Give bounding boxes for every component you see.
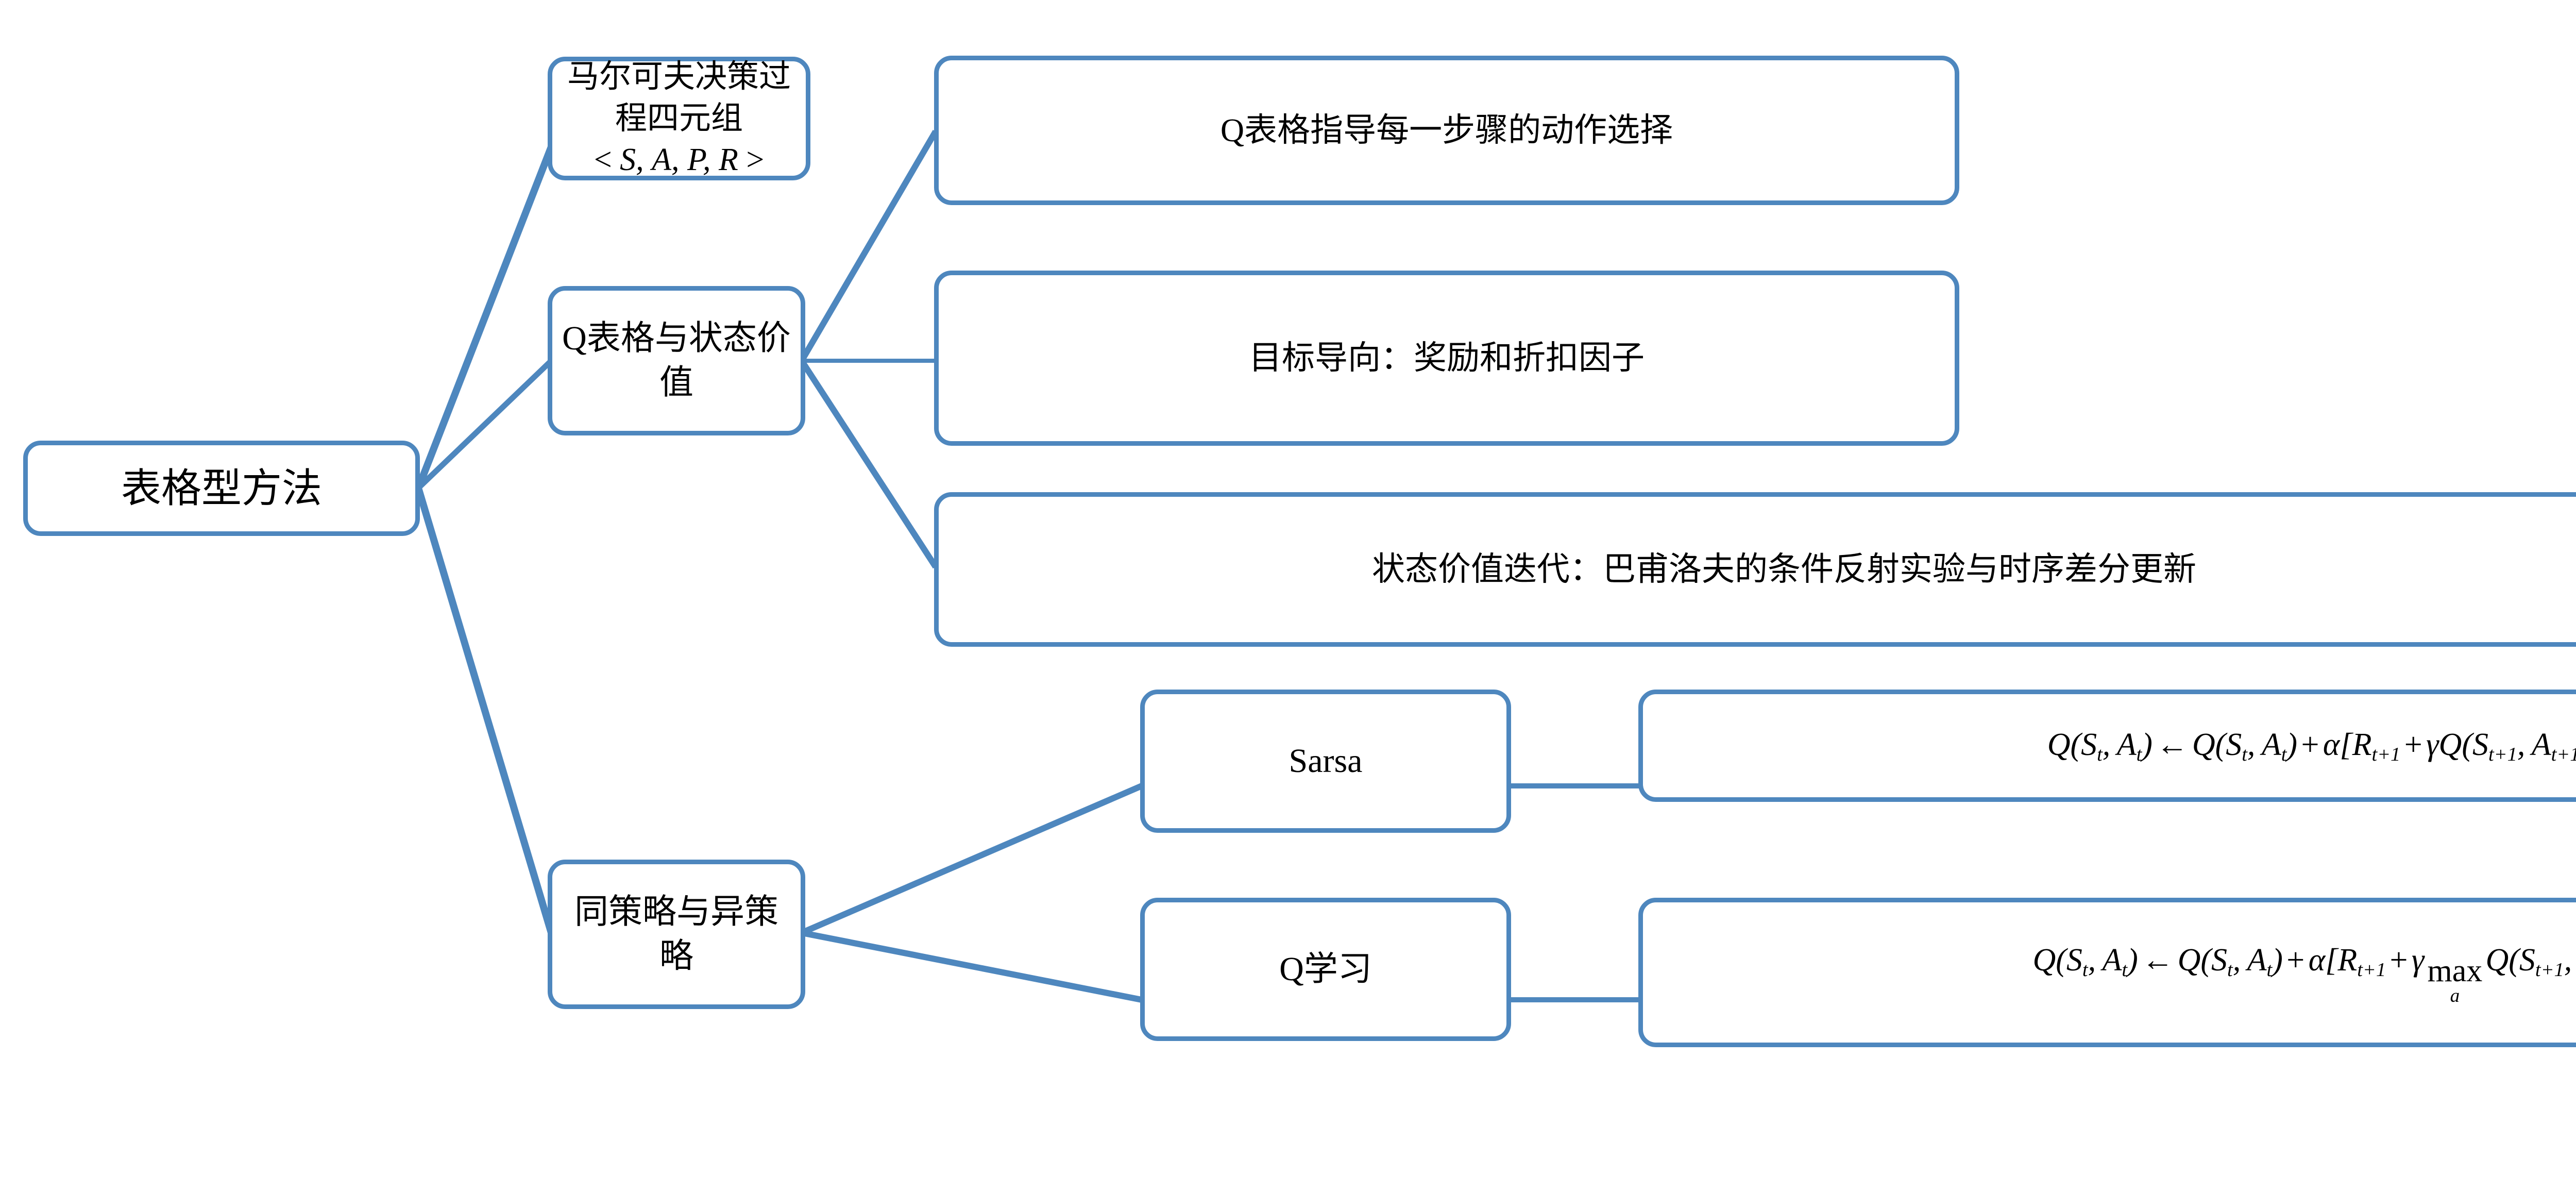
node-qtable-guide[interactable]: Q表格指导每一步骤的动作选择: [934, 56, 1959, 205]
node-qtable-guide-label: Q表格指导每一步骤的动作选择: [1220, 112, 1673, 149]
node-sarsa[interactable]: Sarsa: [1140, 690, 1511, 833]
edge-policy-to-qlearning: [801, 930, 1143, 1003]
edge-policy-to-sarsa: [800, 783, 1143, 936]
edge-root-to-policy: [415, 486, 555, 934]
node-qlearning-label: Q学习: [1279, 950, 1372, 988]
node-qlearning[interactable]: Q学习: [1140, 898, 1511, 1041]
edge-root-to-qtable: [416, 359, 553, 490]
node-root[interactable]: 表格型方法: [23, 441, 420, 536]
sarsa-formula-text: Q(St, At)←Q(St, At)+α[Rt+1+γQ(St+1, At+1…: [2047, 727, 2576, 765]
node-mdp-label: 马尔可夫决策过程四元组< S, A, P, R >: [567, 59, 791, 178]
node-value-iter-label: 状态价值迭代：巴甫洛夫的条件反射实验与时序差分更新: [1372, 551, 2196, 588]
node-root-label: 表格型方法: [121, 465, 322, 511]
edge-qtable-to-value-iter: [799, 359, 939, 569]
node-value-iter[interactable]: 状态价值迭代：巴甫洛夫的条件反射实验与时序差分更新: [934, 492, 2576, 647]
node-qtable-label: Q表格与状态价值: [562, 320, 791, 401]
edge-root-to-mdp: [415, 145, 555, 490]
node-goal-label: 目标导向：奖励和折扣因子: [1249, 340, 1645, 377]
node-goal[interactable]: 目标导向：奖励和折扣因子: [934, 271, 1959, 446]
edge-qtable-to-guide: [799, 129, 939, 363]
node-sarsa-label: Sarsa: [1289, 742, 1363, 780]
node-sarsa-formula[interactable]: Q(St, At)←Q(St, At)+α[Rt+1+γQ(St+1, At+1…: [1638, 690, 2576, 802]
node-policy[interactable]: 同策略与异策略: [548, 860, 805, 1009]
node-qtable[interactable]: Q表格与状态价值: [548, 286, 805, 435]
node-mdp[interactable]: 马尔可夫决策过程四元组< S, A, P, R >: [548, 57, 810, 180]
node-policy-label: 同策略与异策略: [574, 893, 778, 975]
